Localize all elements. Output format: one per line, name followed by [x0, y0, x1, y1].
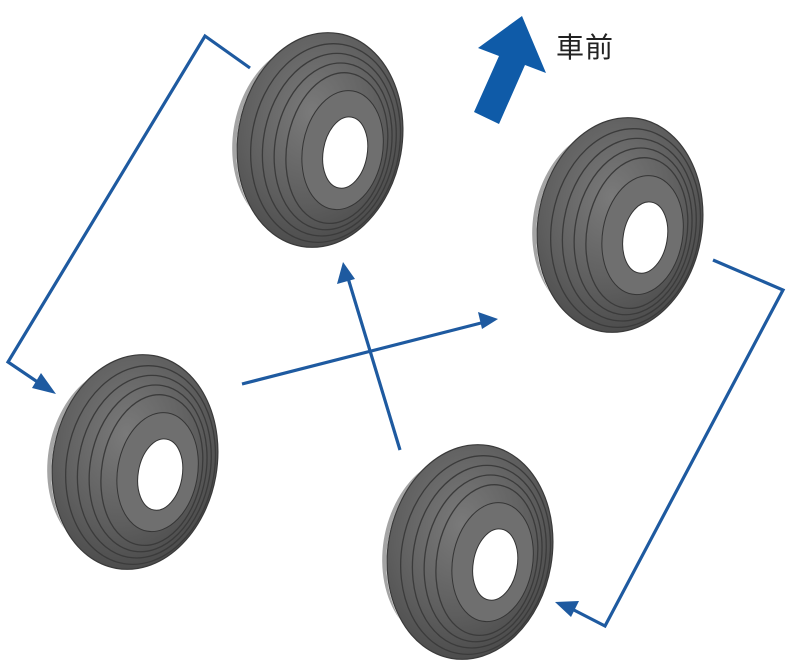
front-label: 車前 — [556, 31, 615, 64]
rotation-arrow-cross-to-front-left — [337, 262, 402, 451]
rotation-arrow-right — [555, 258, 786, 629]
rotation-arrow-cross-to-front-right — [241, 312, 498, 386]
tire-rear-right — [364, 429, 571, 667]
rotation-arrow-left — [5, 33, 251, 394]
tire-front-right — [514, 102, 721, 347]
tire-front-left — [214, 17, 421, 262]
tire-rear-left — [29, 339, 236, 584]
front-direction-arrow — [474, 16, 546, 124]
